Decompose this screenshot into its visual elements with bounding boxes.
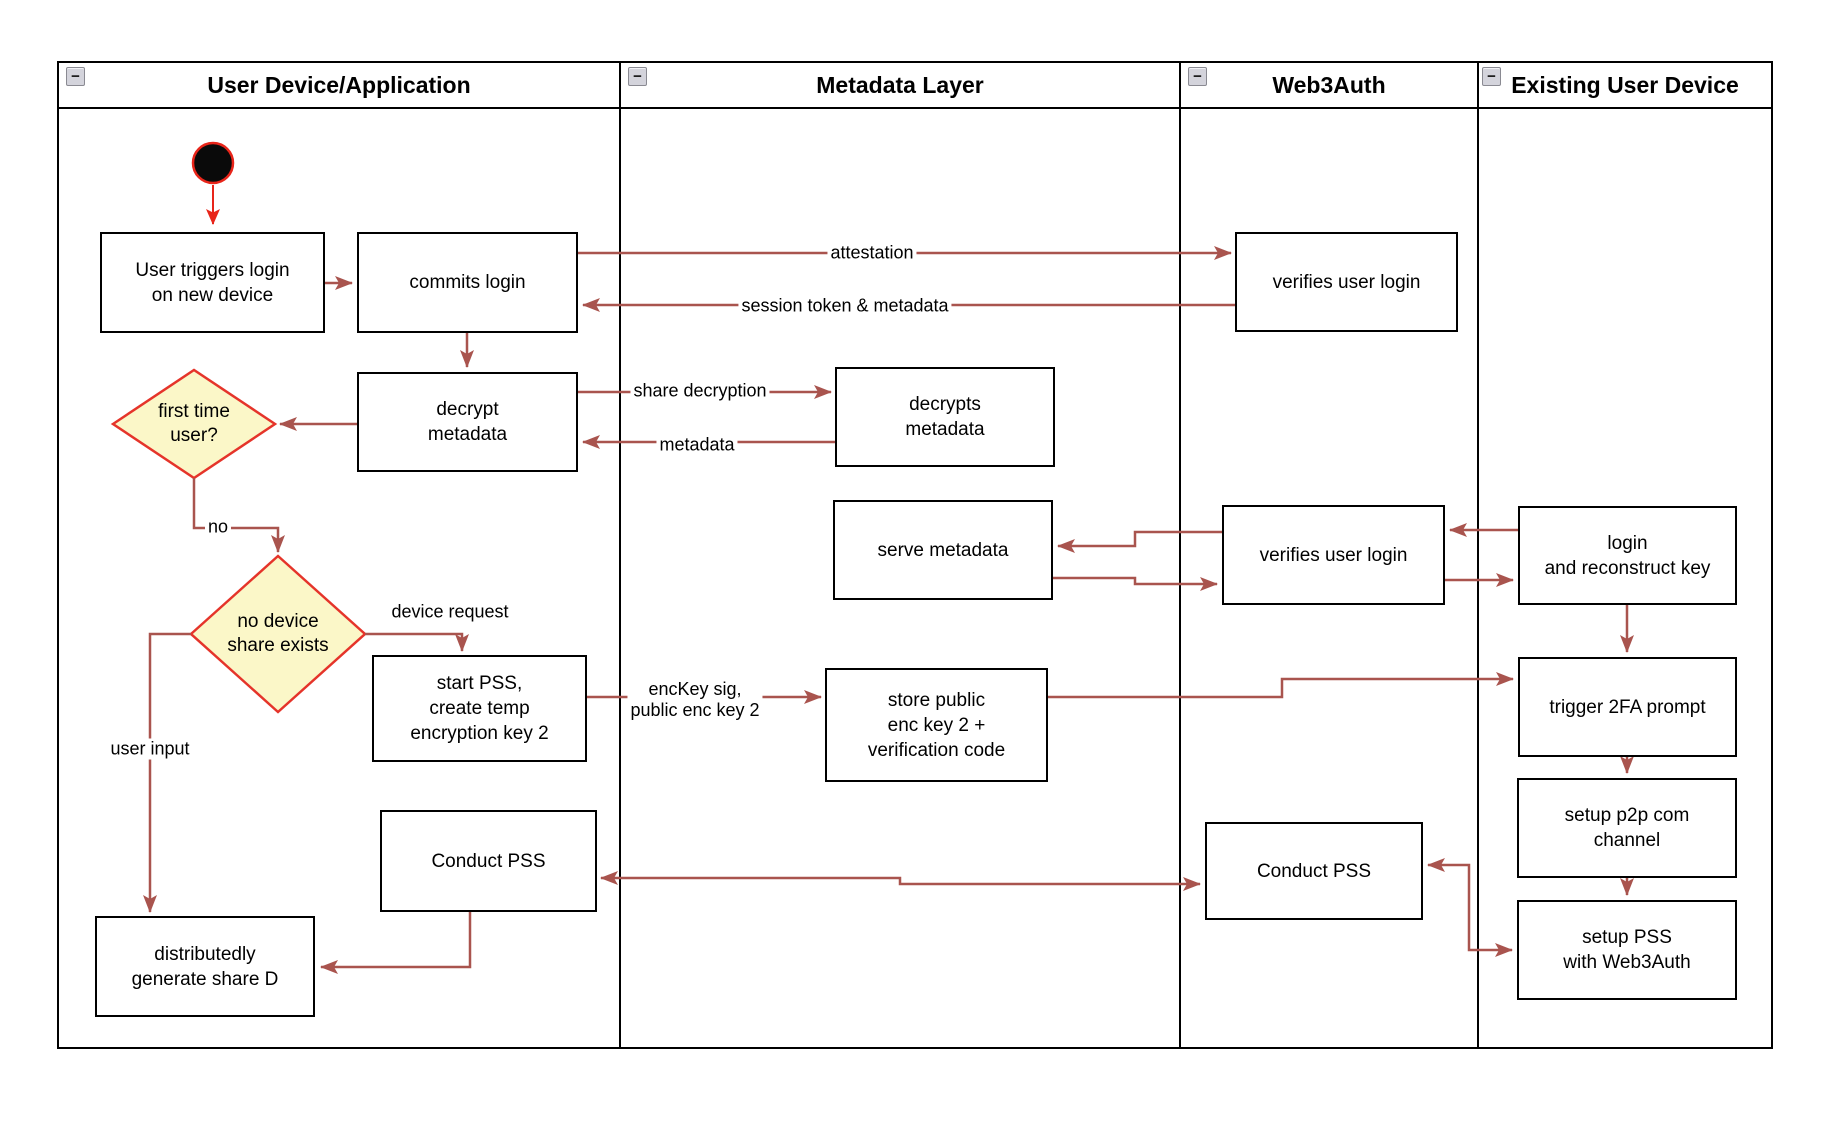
- node-decrypts-metadata[interactable]: decrypts metadata: [835, 367, 1055, 467]
- node-commits-login[interactable]: commits login: [357, 232, 578, 333]
- edge-no-branch: [192, 478, 285, 553]
- collapse-minus-icon[interactable]: −: [1188, 67, 1207, 86]
- node-user-triggers-login[interactable]: User triggers login on new device: [100, 232, 325, 333]
- edge-label-session-token: session token & metadata: [738, 295, 952, 317]
- start-node[interactable]: [191, 141, 235, 185]
- edge-store-to-2fa: [1048, 672, 1514, 699]
- lane-title: Existing User Device: [1511, 71, 1739, 98]
- node-serve-metadata[interactable]: serve metadata: [833, 500, 1053, 600]
- edge-label-metadata: metadata: [656, 434, 738, 456]
- lane-header-user-device: User Device/Application: [58, 62, 620, 108]
- node-setup-pss-web3auth[interactable]: setup PSS with Web3Auth: [1517, 900, 1737, 1000]
- edge-label-user-input: user input: [107, 738, 193, 760]
- edge-label-attestation: attestation: [827, 242, 917, 264]
- edge-label-device-request: device request: [388, 601, 512, 623]
- node-store-public-enc-key[interactable]: store public enc key 2 + verification co…: [825, 668, 1048, 782]
- node-setup-p2p-channel[interactable]: setup p2p com channel: [1517, 778, 1737, 878]
- decision-no-device-share-label: no device share exists: [227, 611, 329, 656]
- edge-serve-to-verifies2: [1053, 576, 1218, 591]
- node-trigger-2fa-prompt[interactable]: trigger 2FA prompt: [1518, 657, 1737, 757]
- node-distributedly-generate[interactable]: distributedly generate share D: [95, 916, 315, 1017]
- collapse-minus-icon[interactable]: −: [66, 67, 85, 86]
- collapse-minus-icon[interactable]: −: [1482, 67, 1501, 86]
- node-login-reconstruct-key[interactable]: login and reconstruct key: [1518, 506, 1737, 605]
- node-verifies-user-login-2[interactable]: verifies user login: [1222, 505, 1445, 605]
- edge-label-no: no: [204, 516, 232, 538]
- node-verifies-user-login-1[interactable]: verifies user login: [1235, 232, 1458, 332]
- lane-title: Metadata Layer: [816, 71, 984, 98]
- edge-label-share-decryption: share decryption: [630, 380, 770, 402]
- edge-conductpss-to-generate: [320, 912, 472, 974]
- node-decrypt-metadata[interactable]: decrypt metadata: [357, 372, 578, 472]
- lane-title: Web3Auth: [1272, 71, 1386, 98]
- lane-header-metadata-layer: Metadata Layer: [620, 62, 1180, 108]
- decision-first-time-user-label: first time user?: [158, 401, 230, 446]
- connectors: [143, 185, 1634, 974]
- node-start-pss[interactable]: start PSS, create temp encryption key 2: [372, 655, 587, 762]
- edge-verifies2-to-serve: [1057, 530, 1222, 553]
- edge-conduct-pss-p2p: [600, 871, 1201, 891]
- edge-user-input: [143, 632, 191, 913]
- lane-header-existing-device: Existing User Device: [1478, 62, 1772, 108]
- lane-header-web3auth: Web3Auth: [1180, 62, 1478, 108]
- lane-title: User Device/Application: [207, 71, 471, 98]
- decision-first-time-user[interactable]: [110, 368, 278, 480]
- edge-label-enckey: encKey sig, public enc key 2: [627, 679, 763, 721]
- collapse-minus-icon[interactable]: −: [628, 67, 647, 86]
- edge-device-request: [365, 632, 469, 652]
- node-conduct-pss-user[interactable]: Conduct PSS: [380, 810, 597, 912]
- node-conduct-pss-web3auth[interactable]: Conduct PSS: [1205, 822, 1423, 920]
- edge-setup-pss-conduct: [1427, 858, 1513, 957]
